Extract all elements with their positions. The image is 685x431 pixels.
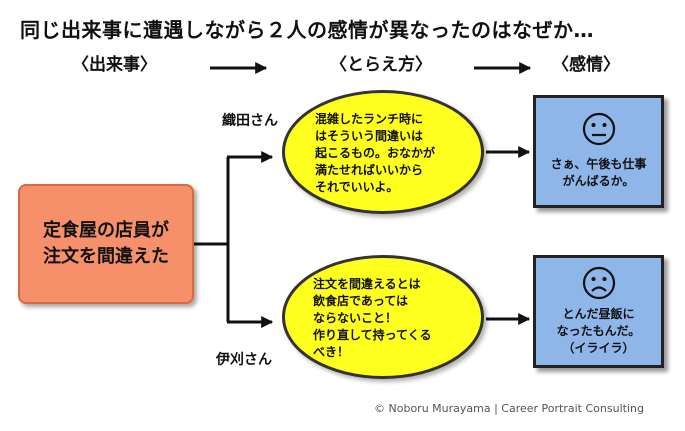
neutral-face-icon	[582, 112, 615, 146]
person-name-bottom: 伊刈さん	[216, 352, 272, 368]
event-line-1: 定食屋の店員が	[43, 219, 169, 241]
header-event: 〈出来事〉	[72, 55, 157, 75]
copyright-credit: © Noboru Murayama | Career Portrait Cons…	[374, 402, 644, 415]
perception-text-top: 混雑したランチ時に はそういう間違いは 起こるもの。おなかが 満たせればいいから…	[315, 112, 436, 195]
frowning-face-icon	[582, 266, 615, 300]
event-line-2: 注文を間違えた	[43, 246, 169, 267]
diagram-title: 同じ出来事に遭遇しながら２人の感情が異なったのはなぜか…	[20, 18, 594, 42]
perception-ellipse-bottom: 注文を間違えるとは 飲食店であっては ならないこと！ 作り直して持ってくる べき…	[282, 255, 484, 379]
header-perception: 〈とらえ方〉	[330, 55, 432, 75]
emotion-text-top: さぁ、午後も仕事 がんばるか。	[550, 157, 647, 188]
perception-text-bottom: 注文を間違えるとは 飲食店であっては ならないこと！ 作り直して持ってくる べき…	[313, 277, 432, 360]
perception-ellipse-top: 混雑したランチ時に はそういう間違いは 起こるもの。おなかが 満たせればいいから…	[282, 90, 484, 214]
header-emotion: 〈感情〉	[552, 55, 620, 75]
person-name-top: 織田さん	[222, 113, 278, 129]
emotion-box-bottom: とんだ昼飯に なったもんだ。 （イライラ）	[533, 255, 664, 368]
emotion-text-bottom: とんだ昼飯に なったもんだ。 （イライラ）	[556, 307, 641, 355]
event-box: 定食屋の店員が 注文を間違えた	[18, 184, 194, 304]
emotion-box-top: さぁ、午後も仕事 がんばるか。	[533, 95, 664, 208]
